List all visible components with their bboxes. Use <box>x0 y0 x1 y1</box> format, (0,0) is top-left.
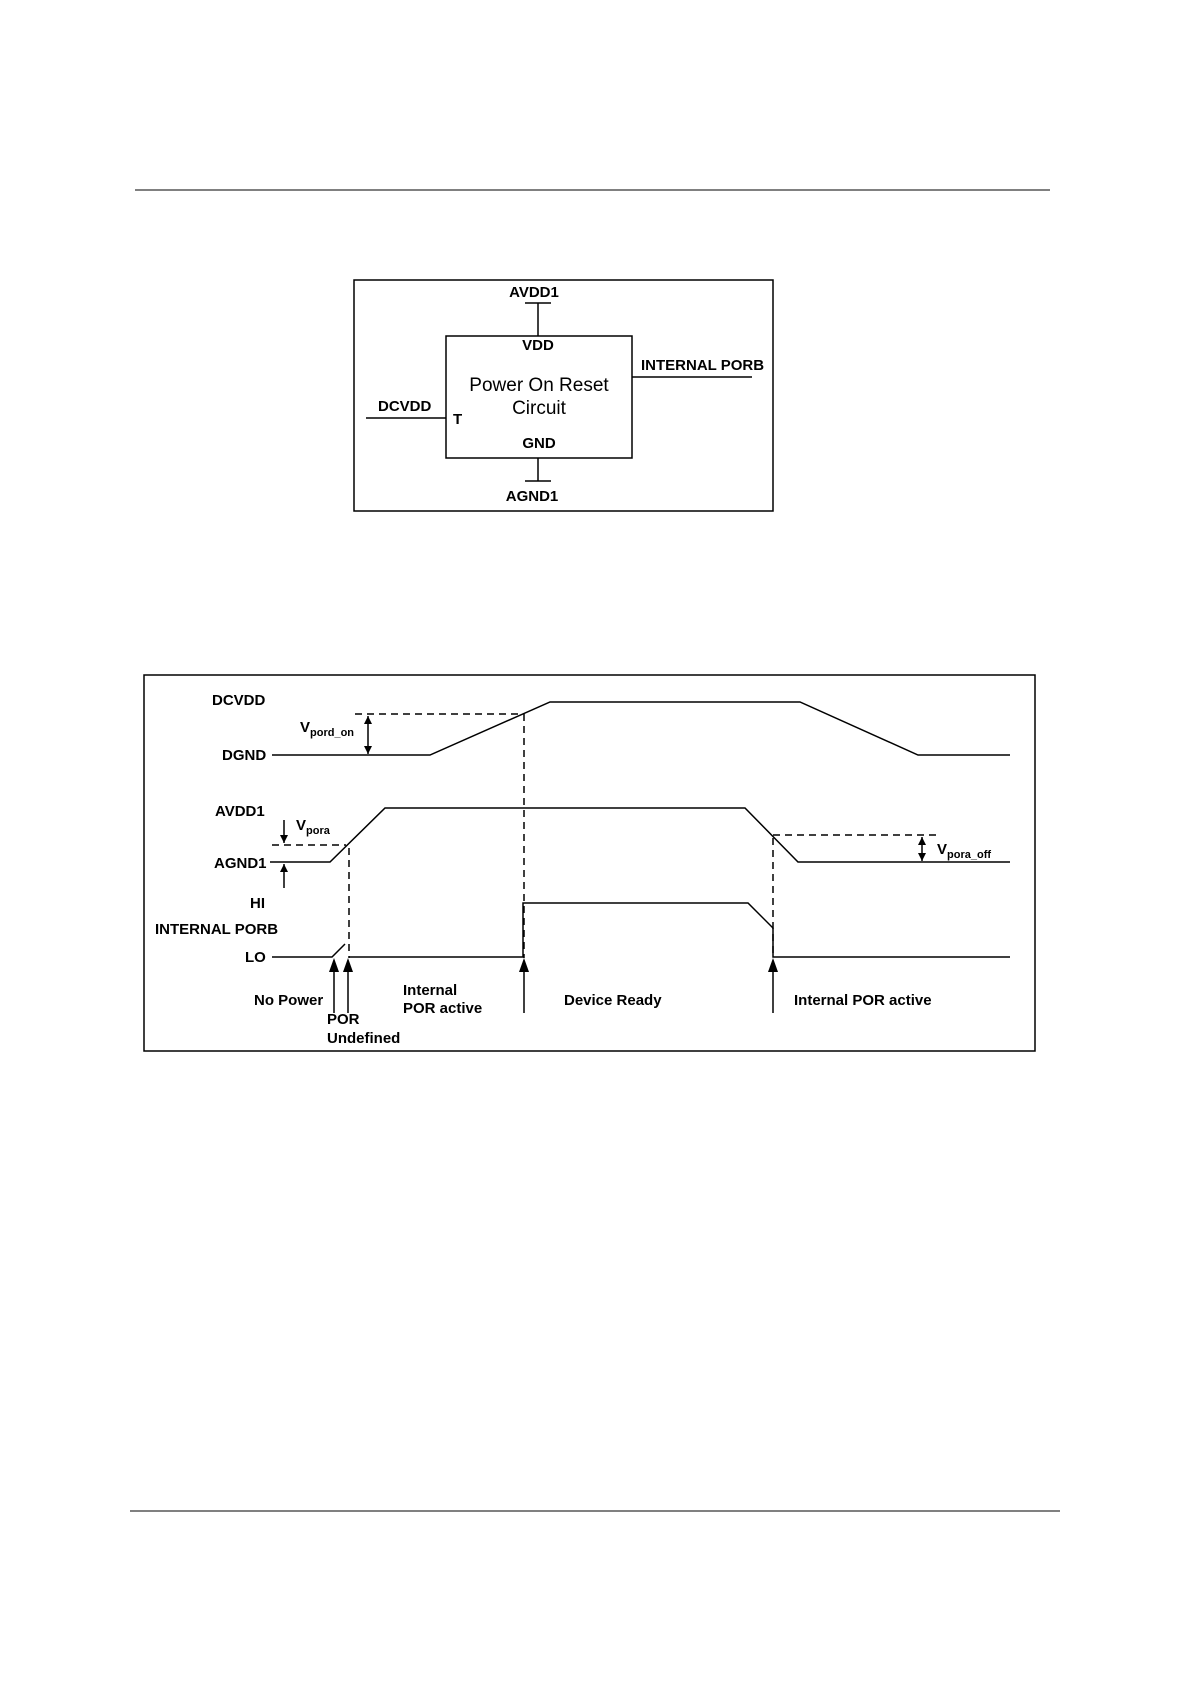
vpord-on-label: Vpord_on <box>300 719 354 739</box>
no-power-phase-label: No Power <box>254 992 323 1009</box>
dcvdd-waveform <box>272 702 1010 755</box>
no-power-event-arrow <box>329 958 339 972</box>
avdd1-pin-label: AVDD1 <box>509 284 559 301</box>
hi-signal-label: HI <box>250 895 265 912</box>
device-ready-phase-label: Device Ready <box>564 992 662 1009</box>
block-title-line2: Circuit <box>512 398 567 419</box>
por-undefined-phase-label-1: POR <box>327 1011 360 1028</box>
internal-por-event-arrow <box>768 958 778 972</box>
device-ready-event-arrow <box>519 958 529 972</box>
vdd-pin-label: VDD <box>522 337 554 354</box>
internal-por-phase-label-1: Internal <box>403 982 457 999</box>
por-timing-diagram: DCVDD DGND AVDD1 AGND1 HI INTERNAL PORB … <box>144 675 1035 1051</box>
internal-porb-output-label: INTERNAL PORB <box>641 357 764 374</box>
vpora-off-arrow-up <box>918 837 926 845</box>
block-title-line1: Power On Reset <box>469 375 609 396</box>
avdd1-signal-label: AVDD1 <box>215 803 265 820</box>
vpora-arrow-top <box>280 835 288 843</box>
agnd1-pin-label: AGND1 <box>506 488 559 505</box>
internal-porb-waveform <box>349 903 1010 957</box>
internal-por-phase-label-2: POR active <box>403 1000 482 1017</box>
porb-undefined-segment <box>272 944 345 957</box>
agnd1-signal-label: AGND1 <box>214 855 267 872</box>
vpora-off-label: Vpora_off <box>937 841 991 861</box>
lo-signal-label: LO <box>245 949 266 966</box>
vpora-arrow-bottom <box>280 864 288 872</box>
vpora-off-arrow-down <box>918 853 926 861</box>
internal-porb-signal-label: INTERNAL PORB <box>155 921 278 938</box>
vpord-on-arrow-down <box>364 746 372 754</box>
t-pin-label: T <box>453 411 462 428</box>
gnd-pin-label: GND <box>522 435 556 452</box>
dcvdd-signal-label: DCVDD <box>212 692 266 709</box>
vpord-on-arrow-up <box>364 716 372 724</box>
internal-por-active-phase-label: Internal POR active <box>794 992 932 1009</box>
dgnd-signal-label: DGND <box>222 747 266 764</box>
dcvdd-input-label: DCVDD <box>378 398 432 415</box>
por-undefined-phase-label-2: Undefined <box>327 1030 400 1047</box>
por-block-diagram: AVDD1 VDD Power On Reset Circuit INTERNA… <box>354 280 773 511</box>
por-undefined-event-arrow <box>343 958 353 972</box>
vpora-label: Vpora <box>296 817 331 837</box>
